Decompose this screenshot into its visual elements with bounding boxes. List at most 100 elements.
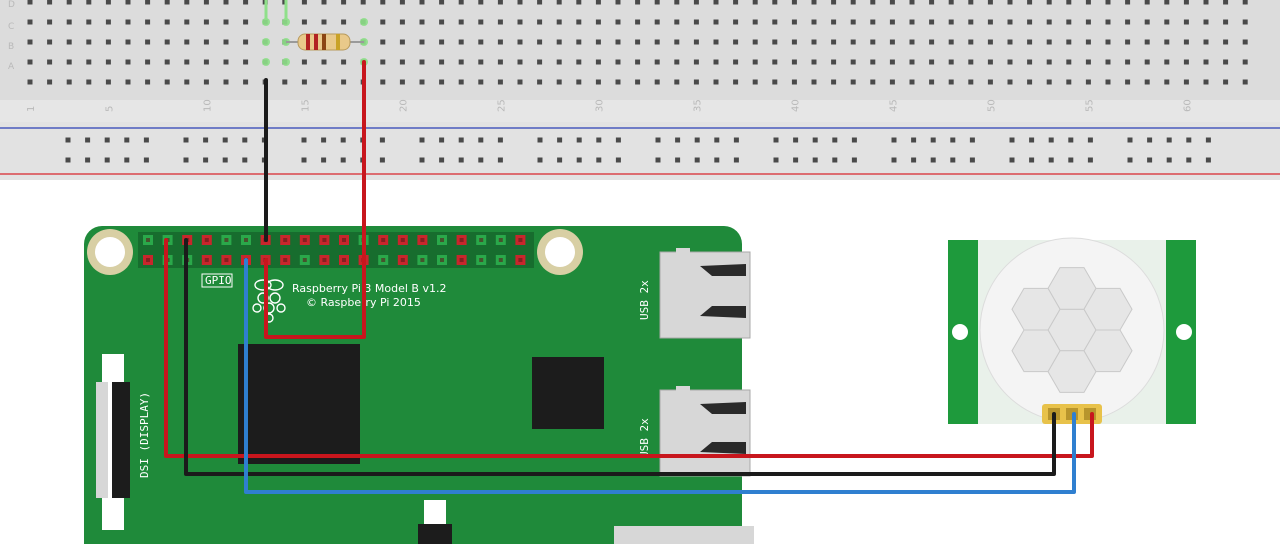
rail-hole bbox=[478, 137, 484, 143]
breadboard-hole bbox=[615, 19, 621, 25]
breadboard-hole bbox=[497, 0, 503, 5]
column-number-40: 40 bbox=[790, 99, 801, 112]
breadboard-hole bbox=[1144, 79, 1150, 85]
breadboard-hole bbox=[1183, 59, 1189, 65]
breadboard-hole bbox=[1144, 19, 1150, 25]
rail-hole bbox=[1029, 157, 1035, 163]
wire-black-gnd[interactable] bbox=[184, 238, 1056, 476]
wire-red-vcc[interactable] bbox=[164, 238, 1094, 458]
breadboard-hole bbox=[1085, 39, 1091, 45]
breadboard-hole bbox=[909, 19, 915, 25]
breadboard-hole bbox=[105, 59, 111, 65]
breadboard-hole bbox=[693, 39, 699, 45]
breadboard-hole bbox=[419, 19, 425, 25]
breadboard-row-labels: D C B A bbox=[8, 0, 15, 72]
breadboard-hole bbox=[693, 0, 699, 5]
breadboard-hole bbox=[1164, 0, 1170, 5]
breadboard-hole bbox=[125, 19, 131, 25]
breadboard-hole bbox=[517, 39, 523, 45]
rail-hole bbox=[222, 137, 228, 143]
column-number-55: 55 bbox=[1084, 99, 1095, 112]
breadboard-hole bbox=[1242, 59, 1248, 65]
breadboard-hole bbox=[1223, 0, 1229, 5]
usb-label-2: USB 2x bbox=[638, 418, 651, 458]
rail-hole bbox=[1048, 137, 1054, 143]
breadboard-hole bbox=[1066, 79, 1072, 85]
breadboard-hole bbox=[497, 59, 503, 65]
breadboard-hole bbox=[752, 79, 758, 85]
breadboard-hole bbox=[223, 39, 229, 45]
breadboard-hole bbox=[556, 19, 562, 25]
breadboard-hole bbox=[1125, 79, 1131, 85]
rail-hole bbox=[1186, 157, 1192, 163]
breadboard-hole bbox=[223, 59, 229, 65]
rail-hole bbox=[537, 157, 543, 163]
breadboard-hole bbox=[47, 59, 53, 65]
breadboard-hole bbox=[439, 59, 445, 65]
lan-chip bbox=[532, 357, 604, 429]
breadboard-hole bbox=[66, 0, 72, 5]
breadboard-hole bbox=[1164, 79, 1170, 85]
pir-fresnel-lens bbox=[1011, 267, 1133, 393]
breadboard-hole bbox=[439, 79, 445, 85]
breadboard-hole bbox=[615, 79, 621, 85]
breadboard-hole bbox=[772, 19, 778, 25]
breadboard-hole bbox=[1105, 19, 1111, 25]
breadboard-hole bbox=[105, 0, 111, 5]
breadboard-hole bbox=[831, 79, 837, 85]
breadboard-hole bbox=[1223, 19, 1229, 25]
breadboard-hole bbox=[713, 0, 719, 5]
breadboard-hole bbox=[674, 0, 680, 5]
wires bbox=[164, 60, 1094, 494]
breadboard-hole bbox=[223, 79, 229, 85]
rail-hole bbox=[832, 137, 838, 143]
rail-hole bbox=[321, 137, 327, 143]
breadboard-hole bbox=[184, 79, 190, 85]
breadboard-hole bbox=[1007, 0, 1013, 5]
breadboard-hole bbox=[811, 59, 817, 65]
breadboard-hole bbox=[1242, 79, 1248, 85]
breadboard-hole bbox=[1066, 19, 1072, 25]
breadboard-hole bbox=[439, 39, 445, 45]
rail-hole bbox=[969, 157, 975, 163]
rail-hole bbox=[340, 137, 346, 143]
breadboard-hole bbox=[987, 19, 993, 25]
breadboard-hole bbox=[1183, 39, 1189, 45]
lens-cell bbox=[1083, 329, 1133, 373]
breadboard-hole bbox=[27, 79, 33, 85]
breadboard-hole bbox=[105, 79, 111, 85]
lens-cell bbox=[1011, 329, 1061, 373]
rail-hole bbox=[675, 157, 681, 163]
breadboard-hole bbox=[184, 59, 190, 65]
rail-hole bbox=[1166, 137, 1172, 143]
breadboard-hole bbox=[987, 59, 993, 65]
wire-red-breadboard[interactable] bbox=[264, 60, 366, 339]
breadboard-hole bbox=[693, 19, 699, 25]
breadboard-hole bbox=[1105, 79, 1111, 85]
rail-hole bbox=[1186, 137, 1192, 143]
resistor[interactable] bbox=[286, 33, 364, 51]
breadboard-hole bbox=[909, 39, 915, 45]
breadboard-hole bbox=[693, 79, 699, 85]
rail-hole bbox=[379, 137, 385, 143]
breadboard-hole bbox=[27, 39, 33, 45]
rail-hole bbox=[1147, 157, 1153, 163]
rail-hole bbox=[1048, 157, 1054, 163]
breadboard-hole bbox=[517, 59, 523, 65]
rail-hole bbox=[183, 137, 189, 143]
wire-blue-signal[interactable] bbox=[244, 258, 1076, 494]
breadboard-hole bbox=[1007, 79, 1013, 85]
breadboard-hole bbox=[654, 79, 660, 85]
rail-hole bbox=[242, 137, 248, 143]
breadboard-hole bbox=[1242, 39, 1248, 45]
rail-hole bbox=[1166, 157, 1172, 163]
breadboard-hole bbox=[1085, 0, 1091, 5]
breadboard-hole bbox=[341, 0, 347, 5]
rail-hole bbox=[143, 137, 149, 143]
rail-hole bbox=[301, 157, 307, 163]
breadboard-hole bbox=[987, 79, 993, 85]
column-number-15: 15 bbox=[300, 99, 311, 112]
breadboard-hole bbox=[850, 39, 856, 45]
dsi-label: DSI (DISPLAY) bbox=[138, 392, 151, 478]
breadboard-hole bbox=[635, 0, 641, 5]
